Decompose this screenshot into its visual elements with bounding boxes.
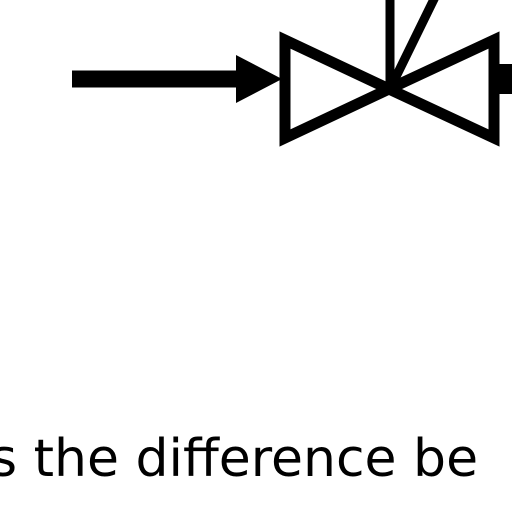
arrow-right-icon	[72, 55, 282, 103]
flow-arrow-head	[236, 55, 282, 103]
valve-stem-diagonal	[385, 0, 439, 91]
caption-text: s the difference be	[0, 429, 479, 489]
control-valve-icon	[279, 0, 512, 147]
valve-right-triangle	[375, 31, 500, 147]
valve-left-triangle	[279, 31, 402, 147]
valve-outlet-stub	[496, 64, 512, 94]
